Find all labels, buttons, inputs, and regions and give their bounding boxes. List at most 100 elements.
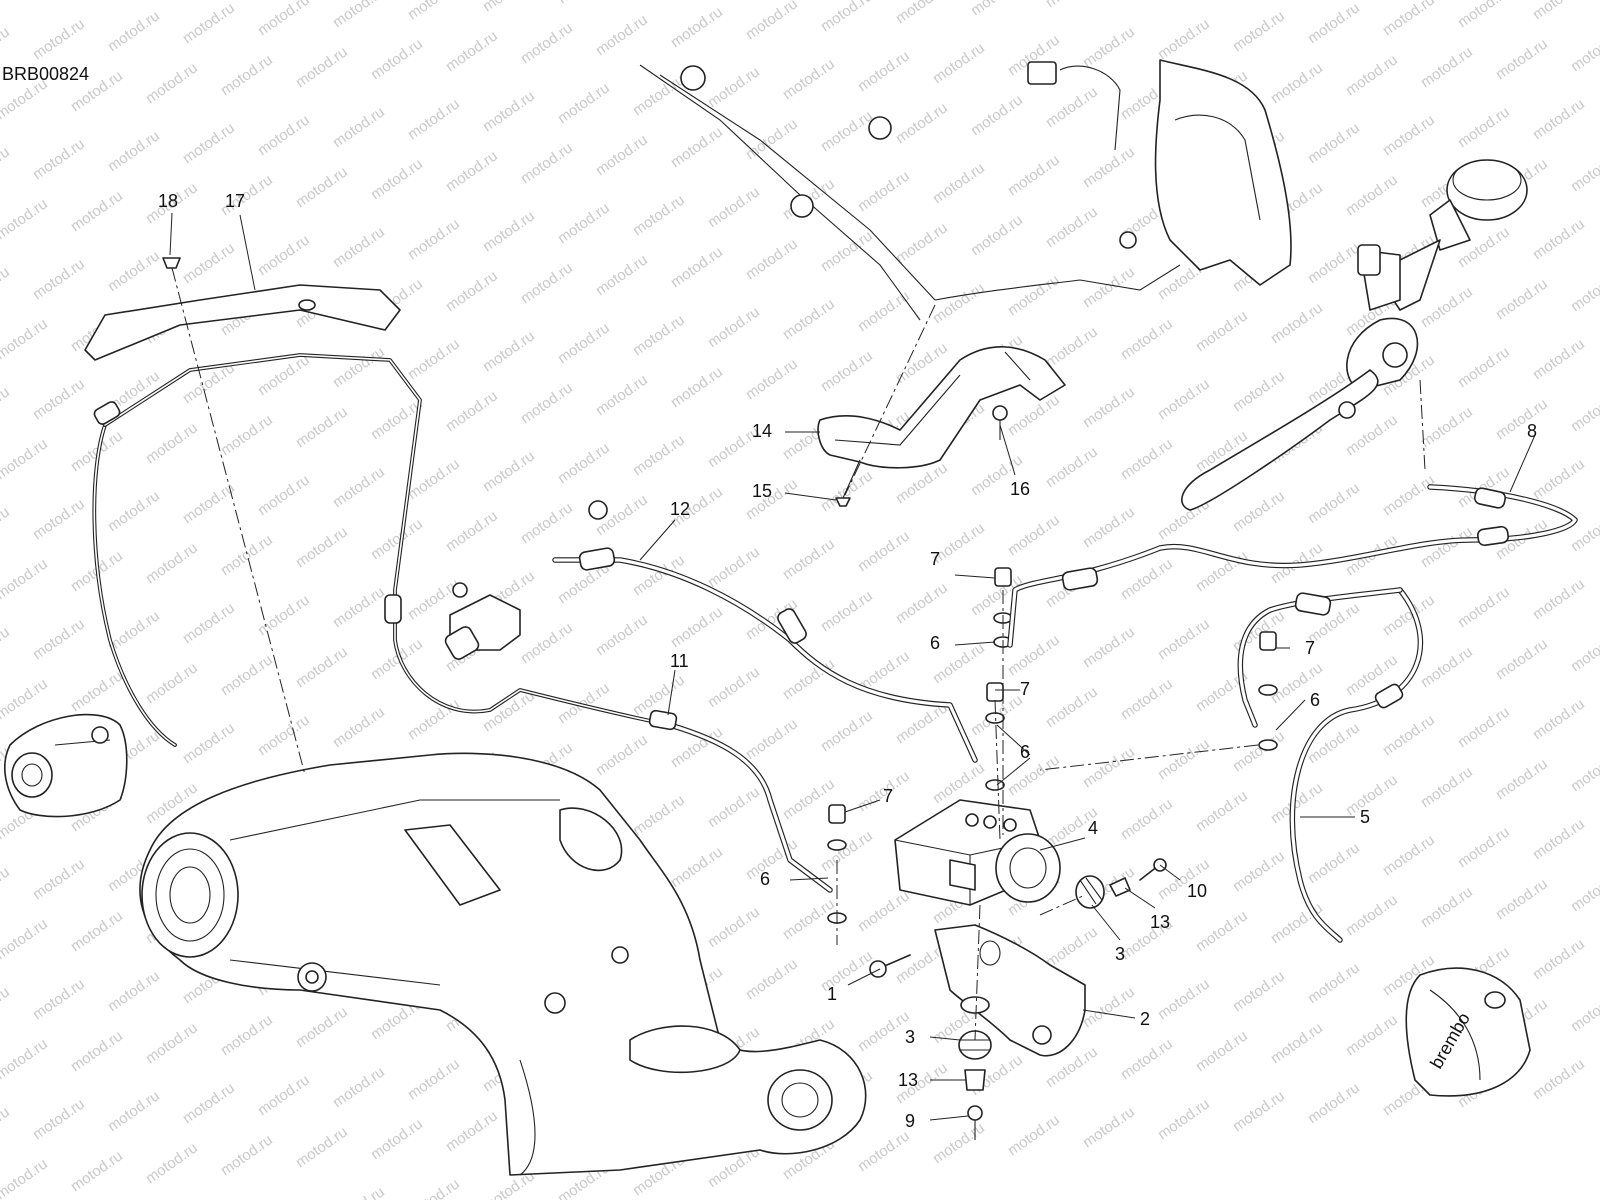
watermark-text: motod.ru: [1043, 203, 1101, 251]
watermark-text: motod.ru: [630, 71, 688, 119]
watermark-text: motod.ru: [180, 119, 238, 167]
watermark-text: motod.ru: [293, 163, 351, 211]
watermark-text: motod.ru: [480, 87, 538, 135]
watermark-text: motod.ru: [1005, 1111, 1063, 1159]
watermark-text: motod.ru: [555, 319, 613, 367]
watermark-text: motod.ru: [818, 107, 876, 155]
watermark-text: motod.ru: [1230, 1087, 1288, 1135]
watermark-text: motod.ru: [255, 711, 313, 759]
watermark-text: motod.ru: [1418, 43, 1476, 91]
watermark-text: motod.ru: [1530, 0, 1588, 23]
watermark-text: motod.ru: [405, 215, 463, 263]
watermark-text: motod.ru: [443, 267, 501, 315]
watermark-text: motod.ru: [1005, 391, 1063, 439]
watermark-text: motod.ru: [1230, 847, 1288, 895]
watermark-text: motod.ru: [593, 371, 651, 419]
watermark-text: motod.ru: [0, 623, 13, 671]
watermark-text: motod.ru: [105, 127, 163, 175]
watermark-text: motod.ru: [518, 139, 576, 187]
watermark-text: motod.ru: [1305, 959, 1363, 1007]
watermark-text: motod.ru: [443, 1107, 501, 1155]
watermark-text: motod.ru: [405, 95, 463, 143]
damper-3a: [1075, 875, 1105, 909]
watermark-text: motod.ru: [1380, 831, 1438, 879]
watermark-text: motod.ru: [68, 187, 126, 235]
watermark-text: motod.ru: [1005, 511, 1063, 559]
rear-master-cylinder: [444, 500, 608, 660]
watermark-text: motod.ru: [818, 587, 876, 635]
watermark-text: motod.ru: [1568, 747, 1600, 795]
watermark-text: motod.ru: [30, 255, 88, 303]
watermark-text: motod.ru: [1005, 151, 1063, 199]
watermark-text: motod.ru: [30, 375, 88, 423]
watermark-text: motod.ru: [930, 279, 988, 327]
watermark-text: motod.ru: [1230, 367, 1288, 415]
watermark-text: motod.ru: [818, 707, 876, 755]
callout-4: 4: [1088, 818, 1098, 838]
watermark-text: motod.ru: [1005, 271, 1063, 319]
watermark-text: motod.ru: [1193, 1027, 1251, 1075]
watermark-text: motod.ru: [68, 907, 126, 955]
callout-8: 8: [1527, 421, 1537, 441]
watermark-text: motod.ru: [293, 43, 351, 91]
watermark-text: motod.ru: [893, 219, 951, 267]
watermark-text: motod.ru: [0, 675, 51, 723]
watermark-text: motod.ru: [218, 531, 276, 579]
callout-14: 14: [752, 421, 772, 441]
callout-11: 11: [670, 651, 689, 671]
watermark-text: motod.ru: [743, 115, 801, 163]
watermark-text: motod.ru: [893, 579, 951, 627]
watermark-text: motod.ru: [818, 347, 876, 395]
watermark-text: motod.ru: [405, 335, 463, 383]
spacer-13a: [1109, 877, 1131, 897]
watermark-text: motod.ru: [1305, 719, 1363, 767]
callout-13a: 13: [1150, 912, 1170, 932]
watermark-text: motod.ru: [1343, 411, 1401, 459]
callout-leaders: [169, 212, 1536, 1121]
watermark-text: motod.ru: [518, 379, 576, 427]
watermark-text: motod.ru: [968, 91, 1026, 139]
watermark-text: motod.ru: [1493, 275, 1551, 323]
screw-1: [869, 954, 911, 978]
watermark-text: motod.ru: [1155, 735, 1213, 783]
watermark-text: motod.ru: [218, 411, 276, 459]
watermark-text: motod.ru: [1530, 1055, 1588, 1103]
watermark-text: motod.ru: [68, 1027, 126, 1075]
watermark-text: motod.ru: [893, 0, 951, 27]
watermark-text: motod.ru: [1455, 103, 1513, 151]
watermark-text: motod.ru: [1568, 627, 1600, 675]
watermark-text: motod.ru: [743, 0, 801, 43]
watermark-text: motod.ru: [0, 863, 13, 911]
watermark-text: motod.ru: [1080, 143, 1138, 191]
watermark-text: motod.ru: [30, 615, 88, 663]
watermark-text: motod.ru: [1493, 635, 1551, 683]
watermark-text: motod.ru: [1305, 1079, 1363, 1127]
watermark-text: motod.ru: [518, 619, 576, 667]
watermark-text: motod.ru: [105, 7, 163, 55]
watermark-text: motod.ru: [1418, 403, 1476, 451]
watermark-text: motod.ru: [330, 583, 388, 631]
callout-17: 17: [225, 191, 245, 211]
watermark-text: motod.ru: [555, 79, 613, 127]
watermark-text: motod.ru: [293, 403, 351, 451]
watermark-text: motod.ru: [1530, 335, 1588, 383]
watermark-text: motod.ru: [1005, 751, 1063, 799]
watermark-text: motod.ru: [1568, 27, 1600, 75]
spacer-13b: [964, 1069, 986, 1091]
callout-7d: 7: [1305, 638, 1315, 658]
watermark-text: motod.ru: [1155, 375, 1213, 423]
watermark-text: motod.ru: [705, 903, 763, 951]
watermark-text: motod.ru: [1305, 479, 1363, 527]
callout-10: 10: [1187, 881, 1207, 901]
watermark-text: motod.ru: [1455, 823, 1513, 871]
watermark-text: motod.ru: [593, 731, 651, 779]
callout-9: 9: [905, 1111, 915, 1131]
watermark-text: motod.ru: [518, 499, 576, 547]
watermark-text: motod.ru: [105, 247, 163, 295]
watermark-text: motod.ru: [1118, 675, 1176, 723]
watermark-text: motod.ru: [180, 719, 238, 767]
watermark-text: motod.ru: [1305, 119, 1363, 167]
watermark-text: motod.ru: [1080, 983, 1138, 1031]
watermark-text: motod.ru: [1268, 899, 1326, 947]
watermark-text: motod.ru: [818, 227, 876, 275]
